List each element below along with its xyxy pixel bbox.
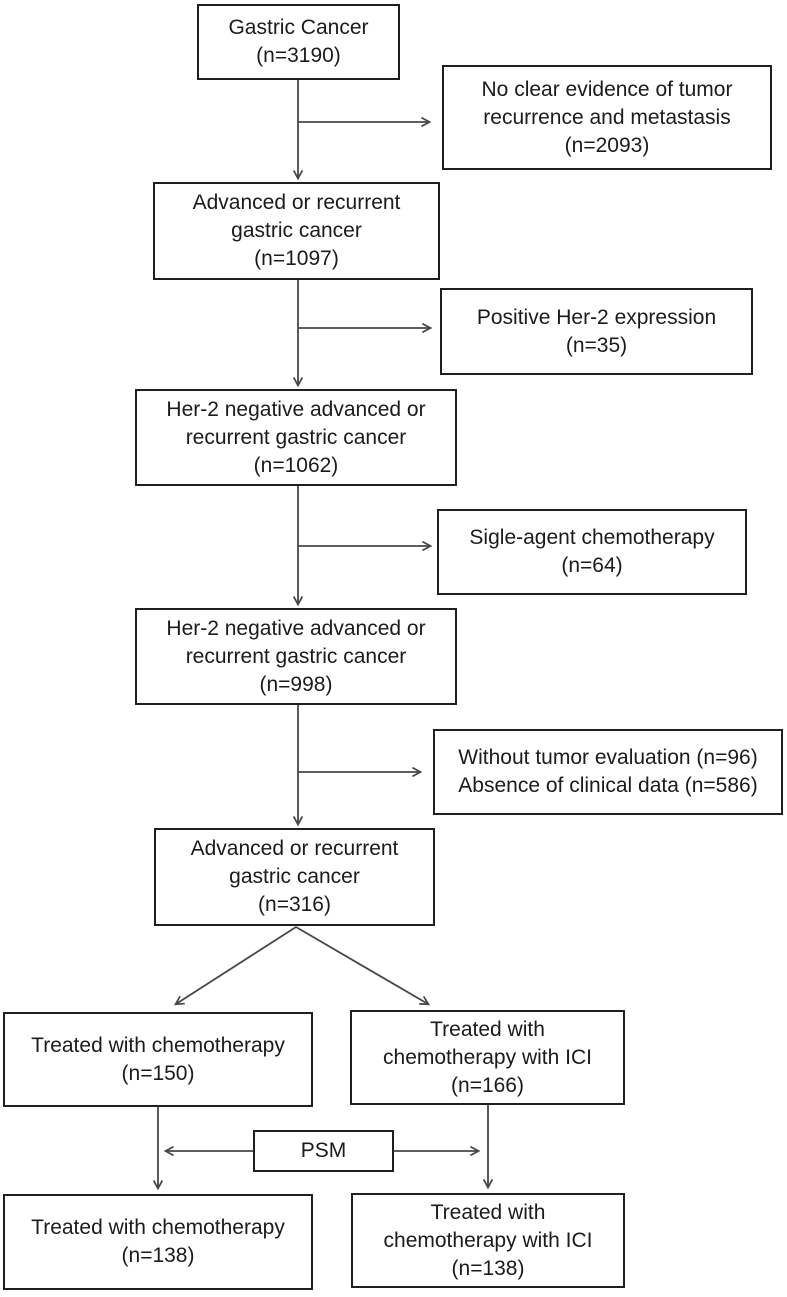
box-clinical-data-excluded-label: Without tumor evaluation (n=96) Absence … [458,746,758,797]
box-positive-her2-label: Positive Her-2 expression (n=35) [476,305,717,357]
box-no-evidence-label: No clear evidence of tumor recurrence an… [481,77,733,157]
box-advanced-recurrent-1097-label: Advanced or recurrent gastric cancer (n=… [192,191,401,270]
box-chemotherapy-ici-arm-matched: Treated with chemotherapy with ICI (n=13… [351,1193,625,1288]
box-gastric-cancer: Gastric Cancer (n=3190) [197,4,400,80]
box-single-agent-excluded: Sigle-agent chemotherapy (n=64) [437,509,747,595]
box-chemotherapy-arm-matched-label: Treated with chemotherapy (n=138) [31,1216,285,1267]
box-her2-negative-1062-label: Her-2 negative advanced or recurrent gas… [166,397,426,477]
box-psm: PSM [253,1130,394,1172]
box-her2-negative-998-label: Her-2 negative advanced or recurrent gas… [166,616,426,696]
box-clinical-data-excluded: Without tumor evaluation (n=96) Absence … [433,729,783,815]
box-her2-negative-1062: Her-2 negative advanced or recurrent gas… [135,389,457,486]
arrow-split-right [295,926,431,1006]
arrow-split-left [173,926,297,1006]
box-advanced-recurrent-1097: Advanced or recurrent gastric cancer (n=… [153,182,440,280]
box-chemotherapy-ici-arm-label: Treated with chemotherapy with ICI (n=16… [383,1017,592,1097]
box-chemotherapy-arm: Treated with chemotherapy (n=150) [3,1012,313,1107]
box-no-evidence-excluded: No clear evidence of tumor recurrence an… [442,65,772,170]
box-her2-negative-998: Her-2 negative advanced or recurrent gas… [135,608,457,705]
box-advanced-recurrent-316-label: Advanced or recurrent gastric cancer (n=… [190,837,399,916]
box-gastric-cancer-label: Gastric Cancer (n=3190) [228,16,369,67]
box-chemotherapy-arm-label: Treated with chemotherapy (n=150) [31,1033,285,1085]
box-advanced-recurrent-316: Advanced or recurrent gastric cancer (n=… [154,828,435,926]
box-chemotherapy-ici-arm: Treated with chemotherapy with ICI (n=16… [350,1010,625,1105]
box-chemotherapy-arm-matched: Treated with chemotherapy (n=138) [3,1194,313,1290]
box-positive-her2-excluded: Positive Her-2 expression (n=35) [440,288,753,375]
box-single-agent-label: Sigle-agent chemotherapy (n=64) [469,526,715,577]
box-chemotherapy-ici-arm-matched-label: Treated with chemotherapy with ICI (n=13… [383,1200,593,1280]
box-psm-label: PSM [300,1139,347,1162]
